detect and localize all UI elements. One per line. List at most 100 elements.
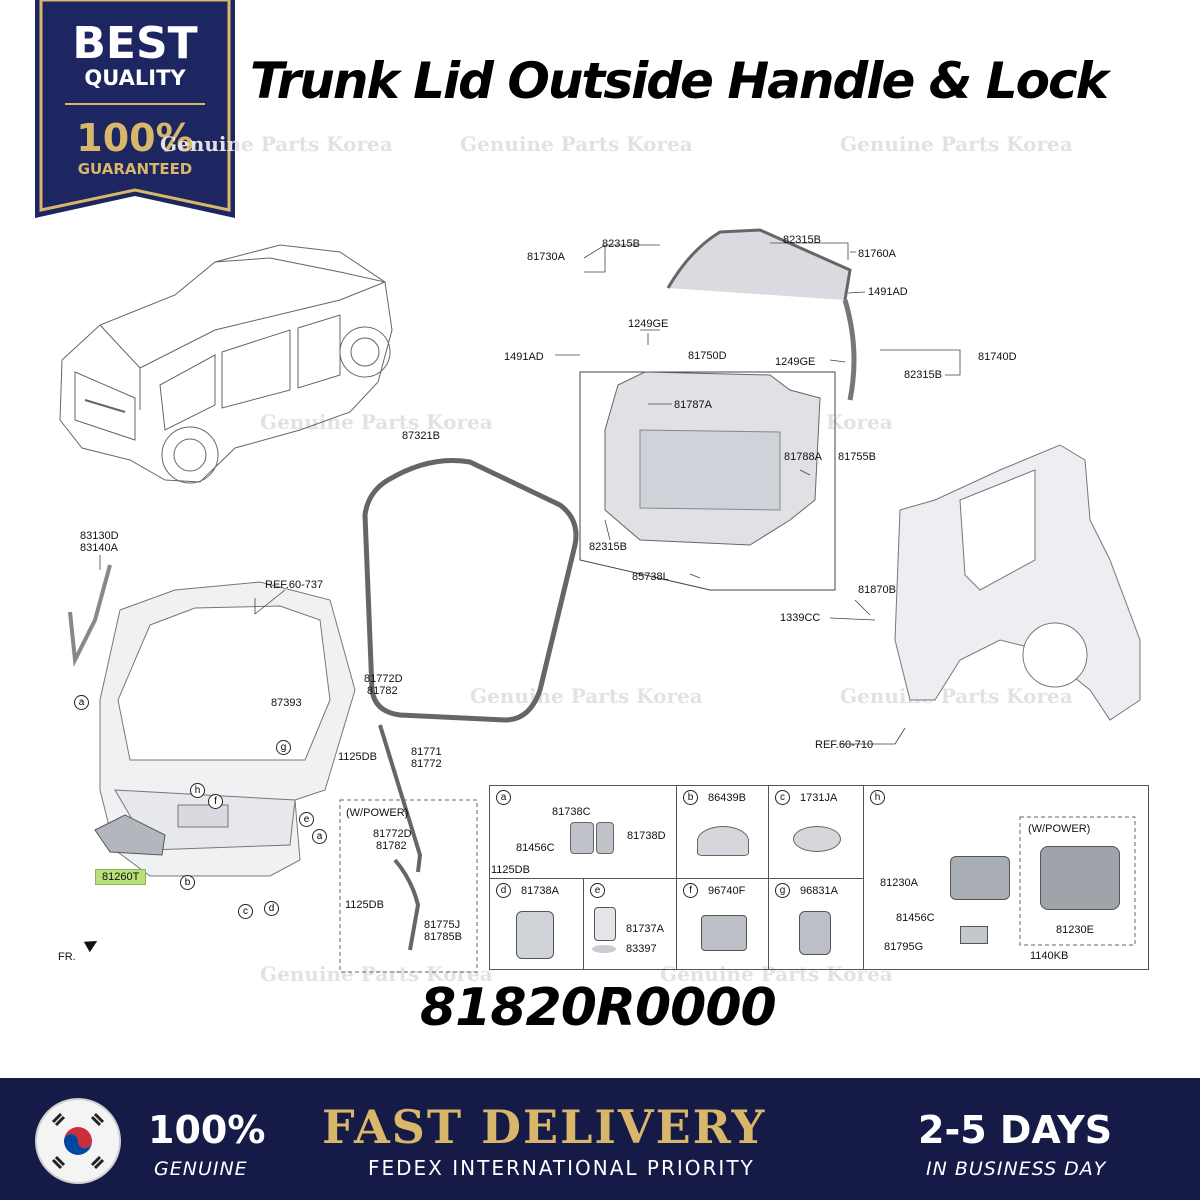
watermark: Genuine Parts Korea [470, 684, 703, 708]
callout-h: h [870, 790, 885, 805]
wpower-box-right [1019, 816, 1136, 946]
callout-h: h [190, 783, 205, 798]
car-illustration [59, 244, 393, 484]
label-81230E: 81230E [1056, 924, 1094, 936]
label-87321B: 87321B [402, 430, 440, 442]
label-81782: 81782 [367, 685, 398, 697]
part-shape [592, 945, 616, 953]
label-1491AD: 1491AD [504, 351, 544, 363]
callout-e: e [590, 883, 605, 898]
detail-cell-c: c 1731JA [768, 785, 864, 879]
callout-g: g [775, 883, 790, 898]
callout-c: c [775, 790, 790, 805]
spoiler-drawing [666, 228, 852, 301]
page-title: Trunk Lid Outside Handle & Lock [250, 52, 1109, 110]
label-81782: 81782 [376, 840, 407, 852]
callout-e: e [299, 812, 314, 827]
part-shape [570, 822, 594, 854]
watermark: Genuine Parts Korea [840, 132, 1073, 156]
label-1339CC: 1339CC [780, 612, 821, 624]
label-81775J: 81775J [424, 919, 461, 931]
callout-a: a [312, 829, 327, 844]
callout-a: a [74, 695, 89, 710]
label-w-power: (W/POWER) [346, 807, 409, 819]
strut-drawing [378, 724, 423, 951]
label-1125DB: 1125DB [491, 864, 530, 876]
label-81787A: 81787A [674, 399, 712, 411]
label-1249GE: 1249GE [775, 356, 816, 368]
outside-handle-part-drawing [94, 814, 166, 856]
label-96831A: 96831A [800, 884, 838, 897]
label-1140KB: 1140KB [1030, 950, 1069, 962]
label-81795G: 81795G [884, 941, 924, 953]
label-81785B: 81785B [424, 931, 462, 943]
parts-diagram-drawing [59, 228, 1141, 973]
label-83140A: 83140A [80, 542, 118, 554]
part-shape [701, 915, 747, 951]
fedex-priority: FEDEX INTERNATIONAL PRIORITY [368, 1156, 755, 1180]
detail-cell-h: h (W/POWER) 81230A 81456C 81795G 1140KB … [863, 785, 1149, 970]
badge-quality: QUALITY [84, 66, 186, 90]
part-shape [697, 826, 749, 856]
label-81870B: 81870B [858, 584, 896, 596]
label-front-direction: FR. [58, 951, 76, 963]
wpower-box-left [339, 799, 478, 973]
label-81737A: 81737A [626, 923, 664, 935]
badge-guaranteed: GUARANTEED [77, 160, 193, 178]
korea-flag-icon [51, 1112, 105, 1170]
label-1125DB: 1125DB [338, 751, 377, 763]
part-shape [960, 926, 988, 944]
label-81772D: 81772D [364, 673, 403, 685]
footer-banner: 100% GENUINE FAST DELIVERY FEDEX INTERNA… [0, 1078, 1200, 1200]
label-w-power: (W/POWER) [1028, 823, 1091, 835]
callout-d: d [264, 901, 279, 916]
part-number: 81820R0000 [420, 978, 777, 1038]
detail-cell-e: e 81737A 83397 [583, 878, 677, 970]
body-side-drawing [894, 444, 1141, 721]
weatherstrip-seal-drawing [362, 457, 579, 723]
part-shape [596, 822, 614, 854]
label-96740F: 96740F [708, 884, 746, 897]
side-strip-drawing [68, 564, 112, 668]
label-81456C: 81456C [516, 842, 555, 854]
label-1249GE: 1249GE [628, 318, 669, 330]
label-82315B: 82315B [602, 238, 640, 250]
part-shape [793, 826, 841, 852]
label-1731JA: 1731JA [800, 791, 838, 804]
label-85738L: 85738L [632, 571, 669, 583]
business-day-label: IN BUSINESS DAY [926, 1158, 1107, 1180]
label-82315B: 82315B [904, 369, 942, 381]
label-ref-60-737: REF.60-737 [265, 579, 324, 591]
badge-best: BEST [72, 18, 198, 69]
label-81788A: 81788A [784, 451, 822, 463]
label-81772D: 81772D [373, 828, 412, 840]
label-81740D: 81740D [978, 351, 1017, 363]
badge-100: 100% [76, 116, 194, 160]
genuine-100: 100% [148, 1108, 266, 1152]
label-81456C: 81456C [896, 912, 935, 924]
label-83130D: 83130D [80, 530, 119, 542]
label-81738A: 81738A [521, 884, 559, 897]
label-81760A: 81760A [858, 248, 896, 260]
detail-cell-f: f 96740F [676, 878, 769, 970]
watermark: Genuine Parts Korea [160, 132, 393, 156]
delivery-days: 2-5 DAYS [918, 1108, 1113, 1152]
detail-cell-g: g 96831A [768, 878, 864, 970]
watermark: Genuine Parts Korea [660, 962, 893, 986]
part-shape [799, 911, 831, 955]
callout-d: d [496, 883, 511, 898]
quality-badge: BEST QUALITY 100% GUARANTEED [35, 0, 235, 218]
part-shape [594, 907, 616, 941]
label-1491AD: 1491AD [868, 286, 908, 298]
label-81771: 81771 [411, 746, 442, 758]
watermark: Genuine Parts Korea [260, 962, 493, 986]
callout-f: f [683, 883, 698, 898]
label-83397: 83397 [626, 943, 657, 955]
label-82315B: 82315B [589, 541, 627, 553]
label-86439B: 86439B [708, 791, 746, 804]
label-ref-60-710: REF.60-710 [815, 739, 874, 751]
trim-panel-box [579, 371, 836, 591]
watermark: Genuine Parts Korea [460, 132, 693, 156]
callout-a: a [496, 790, 511, 805]
highlighted-part-81260T: 81260T [95, 869, 147, 885]
